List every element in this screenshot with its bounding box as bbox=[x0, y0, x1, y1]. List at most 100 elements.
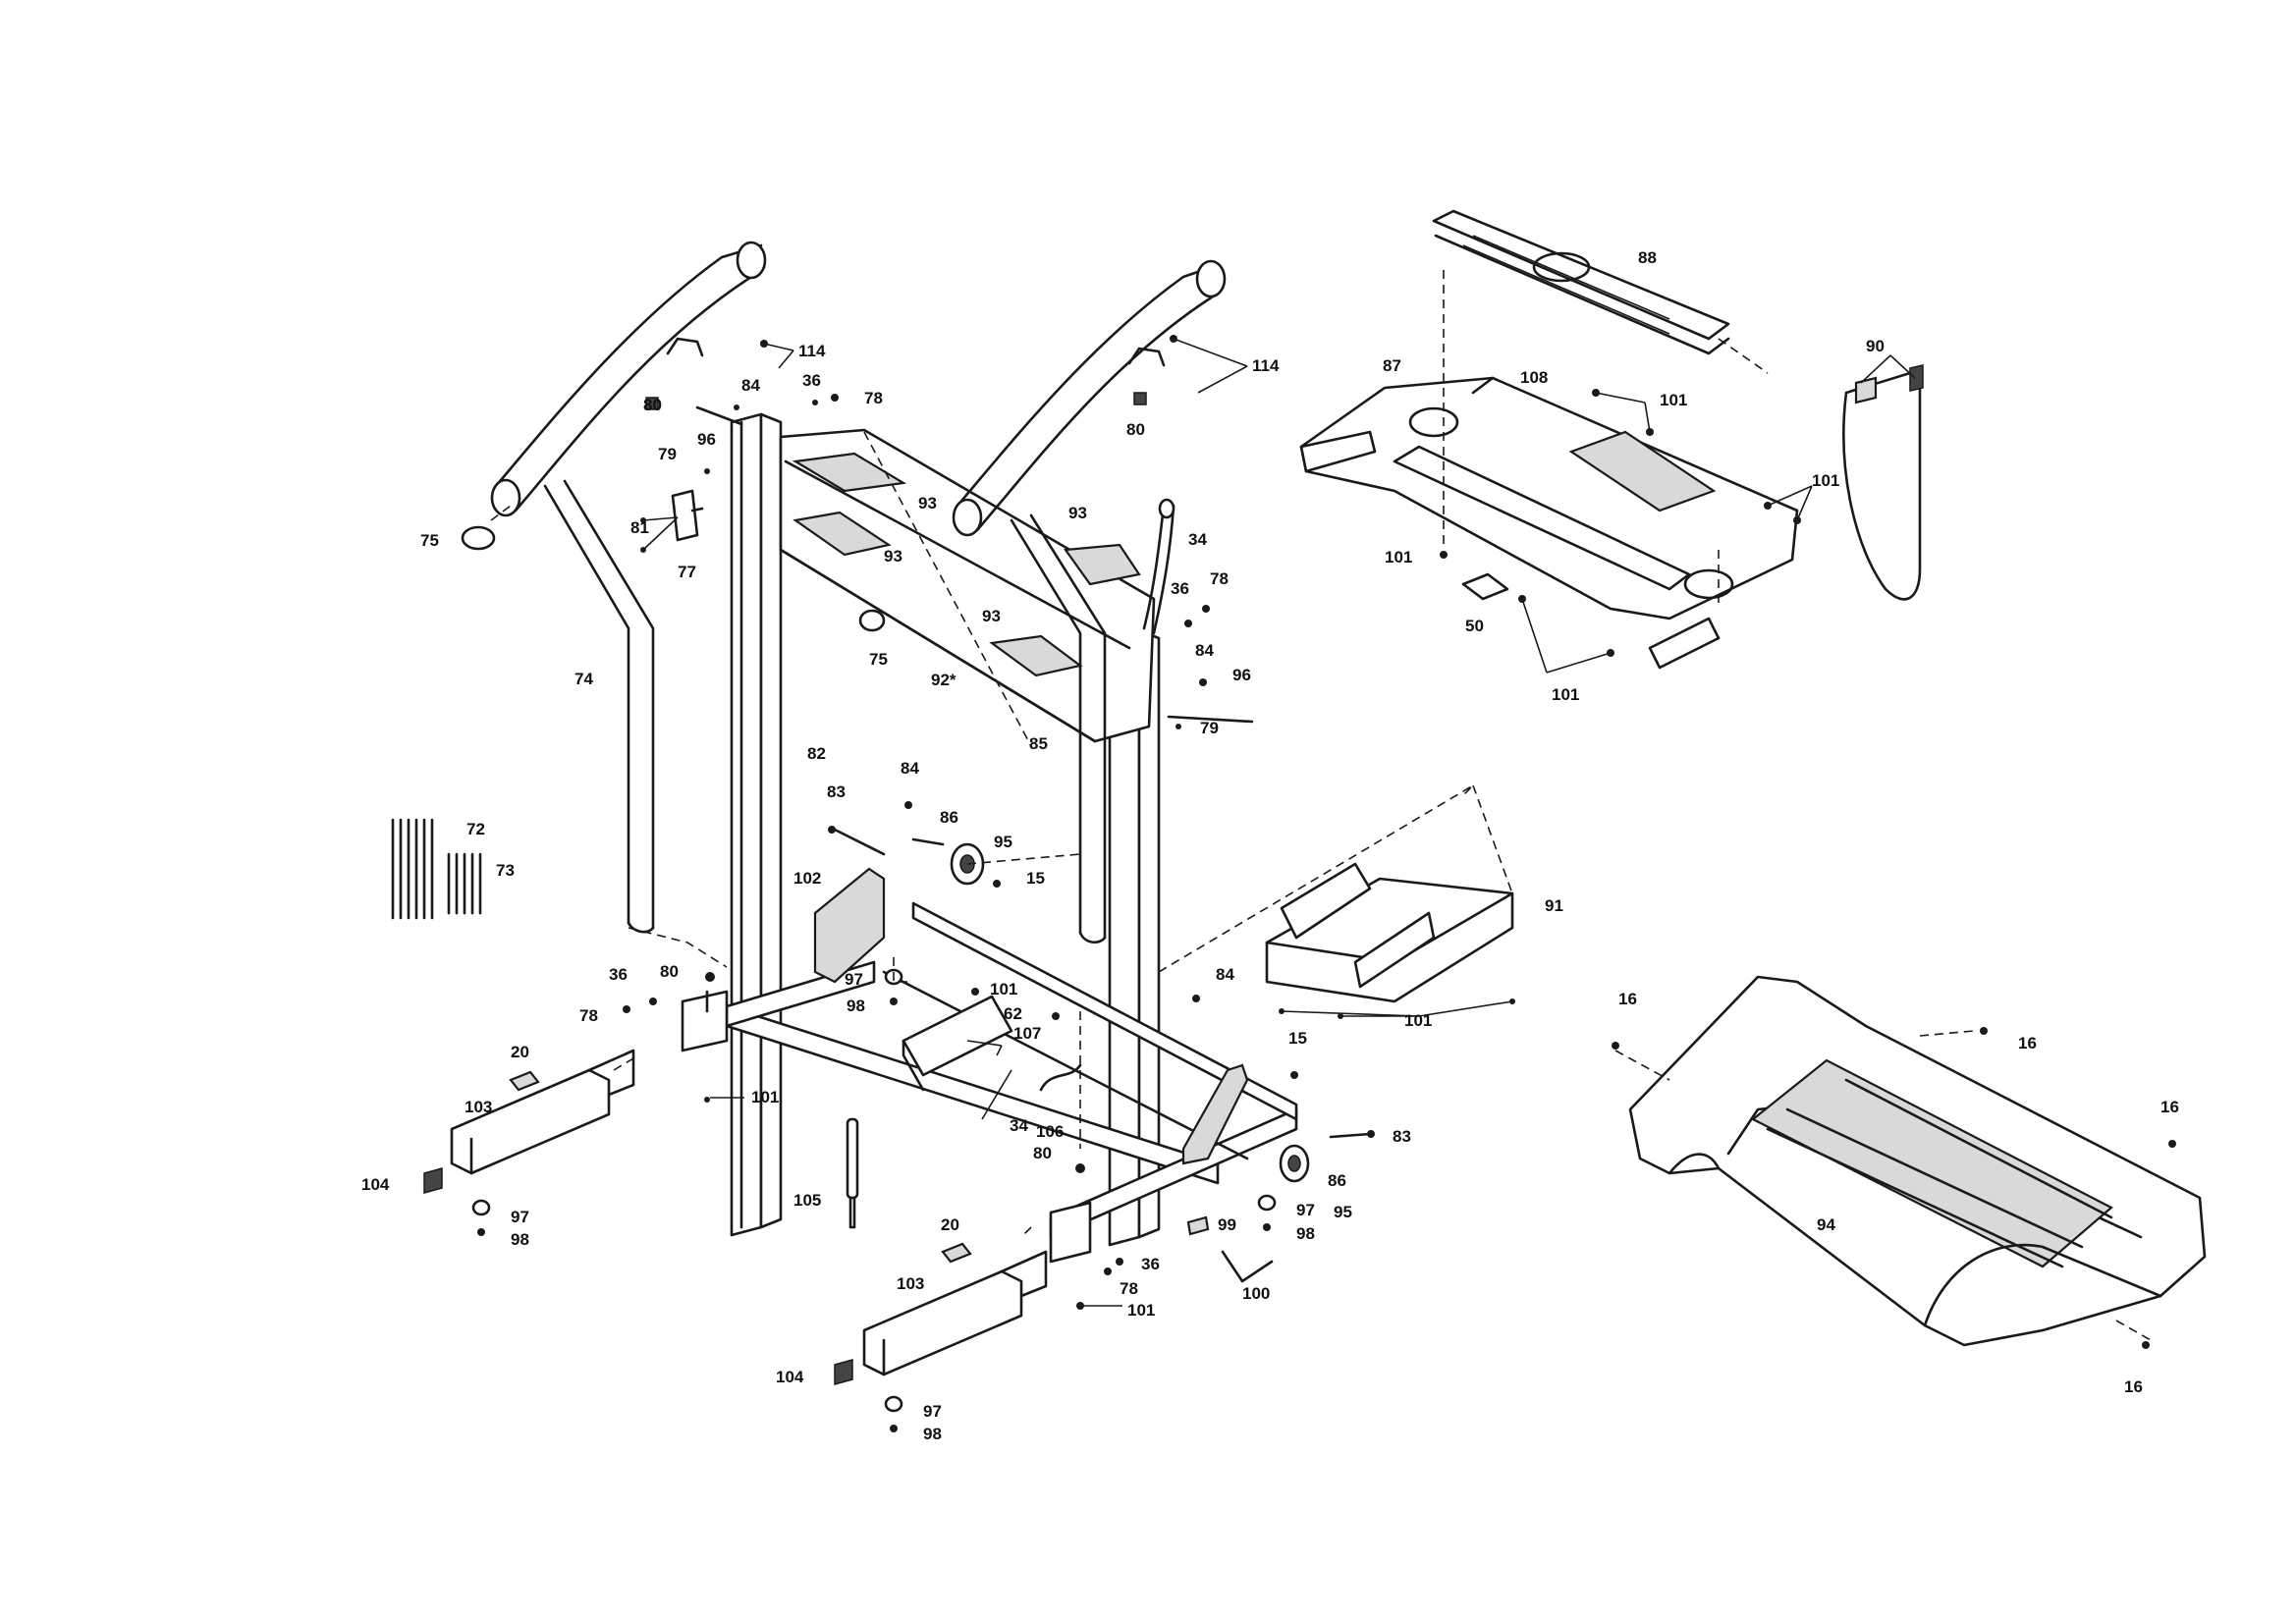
label-96: 96 bbox=[1232, 666, 1251, 684]
label-15: 15 bbox=[1288, 1029, 1307, 1048]
right-handrail-85 bbox=[952, 259, 1227, 944]
motor-hood-94 bbox=[1628, 975, 2207, 1347]
label-114: 114 bbox=[1252, 356, 1280, 375]
left-incline-bracket bbox=[813, 867, 886, 984]
label-90: 90 bbox=[1866, 337, 1885, 355]
label-93: 93 bbox=[1068, 504, 1087, 522]
callout-leaders bbox=[642, 338, 1916, 1307]
cable-ties-72 bbox=[391, 818, 434, 920]
label-93: 93 bbox=[918, 494, 937, 512]
label-104: 104 bbox=[361, 1175, 390, 1194]
label-50: 50 bbox=[1465, 617, 1484, 635]
label-16: 16 bbox=[2124, 1377, 2143, 1396]
label-34: 34 bbox=[1188, 530, 1207, 549]
label-36: 36 bbox=[1141, 1255, 1160, 1273]
label-93: 93 bbox=[982, 607, 1001, 625]
label-101: 101 bbox=[1552, 685, 1579, 704]
label-36: 36 bbox=[609, 965, 628, 984]
label-34: 34 bbox=[1010, 1116, 1028, 1135]
label-80: 80 bbox=[1033, 1144, 1052, 1162]
label-107: 107 bbox=[1013, 1024, 1041, 1043]
label-98: 98 bbox=[923, 1425, 942, 1443]
label-100: 100 bbox=[1242, 1284, 1270, 1303]
left-upright-82 bbox=[730, 412, 783, 1237]
label-101: 101 bbox=[990, 980, 1017, 998]
label-92: 92* bbox=[931, 671, 957, 689]
label-77: 77 bbox=[678, 563, 696, 581]
label-101: 101 bbox=[751, 1088, 779, 1106]
label-108: 108 bbox=[1520, 368, 1548, 387]
label-78: 78 bbox=[864, 389, 883, 407]
cap-75-left bbox=[461, 525, 496, 551]
label-79: 79 bbox=[658, 445, 677, 463]
label-97: 97 bbox=[1296, 1201, 1315, 1219]
chest-strap-90 bbox=[1842, 364, 1924, 601]
label-99: 99 bbox=[1218, 1215, 1236, 1234]
label-98: 98 bbox=[1296, 1224, 1315, 1243]
label-101: 101 bbox=[1385, 548, 1412, 566]
label-80: 80 bbox=[1126, 420, 1145, 439]
label-101: 101 bbox=[1404, 1011, 1432, 1030]
end-cap-104-lower bbox=[834, 1359, 853, 1385]
label-97: 97 bbox=[511, 1208, 529, 1226]
label-36: 36 bbox=[802, 371, 821, 390]
label-16: 16 bbox=[2018, 1034, 2037, 1052]
label-62: 62 bbox=[1004, 1004, 1022, 1023]
label-83: 83 bbox=[1393, 1127, 1411, 1146]
assembly-guide-lines bbox=[490, 270, 2152, 1341]
label-101: 101 bbox=[1660, 391, 1687, 409]
label-84: 84 bbox=[901, 759, 919, 778]
cable-ties-73 bbox=[447, 852, 482, 915]
console-base-87 bbox=[1299, 376, 1799, 670]
right-incline-bracket bbox=[1181, 1063, 1249, 1165]
battery-tray-91 bbox=[1265, 862, 1514, 1003]
label-15: 15 bbox=[1026, 869, 1045, 888]
plate-50 bbox=[1461, 572, 1509, 601]
label-85: 85 bbox=[1029, 734, 1048, 753]
label-82: 82 bbox=[807, 744, 826, 763]
label-101: 101 bbox=[1812, 471, 1839, 490]
label-84: 84 bbox=[1216, 965, 1234, 984]
label-78: 78 bbox=[1120, 1279, 1138, 1298]
label-101: 101 bbox=[1127, 1301, 1155, 1320]
wheel-95-lower bbox=[1279, 1144, 1310, 1183]
wire-harness-34 bbox=[1039, 498, 1175, 1092]
foot-97-98-right bbox=[1257, 1194, 1277, 1231]
label-83: 83 bbox=[827, 782, 846, 801]
label-95: 95 bbox=[1334, 1203, 1352, 1221]
label-104: 104 bbox=[776, 1368, 804, 1386]
label-94: 94 bbox=[1817, 1215, 1835, 1234]
callout-labels: 114 114 80 84 36 78 96 79 81 77 75 93 93… bbox=[361, 248, 2179, 1443]
label-81: 81 bbox=[630, 518, 649, 537]
console-overlay-88 bbox=[1432, 209, 1730, 355]
label-95: 95 bbox=[994, 833, 1012, 851]
label-96: 96 bbox=[697, 430, 716, 449]
console-crossplate-92 bbox=[779, 428, 1156, 743]
label-86: 86 bbox=[1328, 1171, 1346, 1190]
label-91: 91 bbox=[1545, 896, 1563, 915]
label-88: 88 bbox=[1638, 248, 1657, 267]
label-86: 86 bbox=[940, 808, 958, 827]
foot-97-98-mid bbox=[884, 968, 903, 1005]
label-20: 20 bbox=[511, 1043, 529, 1061]
label-97: 97 bbox=[923, 1402, 942, 1421]
label-75: 75 bbox=[869, 650, 888, 669]
label-106: 106 bbox=[1036, 1122, 1064, 1141]
label-16: 16 bbox=[1618, 990, 1637, 1008]
gas-strut-105 bbox=[846, 1117, 859, 1229]
label-73: 73 bbox=[496, 861, 515, 880]
label-80: 80 bbox=[660, 962, 679, 981]
label-84: 84 bbox=[741, 376, 760, 395]
label-98: 98 bbox=[847, 997, 865, 1015]
foot-97-98-upper bbox=[471, 1199, 491, 1236]
label-78: 78 bbox=[579, 1006, 598, 1025]
label-16: 16 bbox=[2160, 1098, 2179, 1116]
label-78: 78 bbox=[1210, 569, 1229, 588]
stabilizer-leg-103-lower bbox=[862, 1242, 1048, 1376]
center-bracket-107 bbox=[902, 995, 1013, 1092]
label-102: 102 bbox=[793, 869, 821, 888]
left-handrail-74 bbox=[490, 241, 767, 934]
label-105: 105 bbox=[793, 1191, 821, 1210]
label-98: 98 bbox=[511, 1230, 529, 1249]
